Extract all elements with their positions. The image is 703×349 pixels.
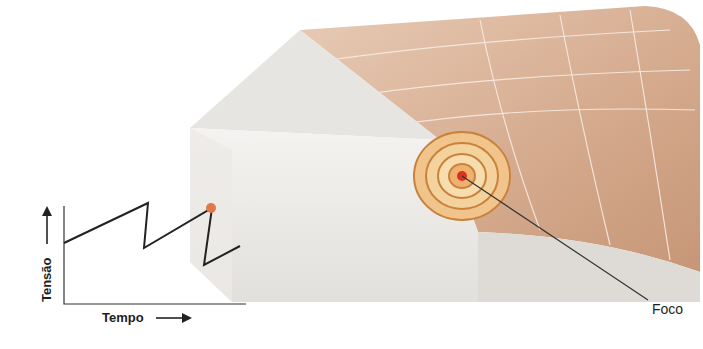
axis-label: Tensão <box>39 258 55 303</box>
callout-label: Foco <box>652 301 683 318</box>
far-block-front <box>478 232 700 302</box>
axis-label: Tempo <box>102 310 144 326</box>
stress-graph <box>42 203 246 323</box>
leader-line <box>462 176 648 300</box>
block-top <box>190 30 440 140</box>
